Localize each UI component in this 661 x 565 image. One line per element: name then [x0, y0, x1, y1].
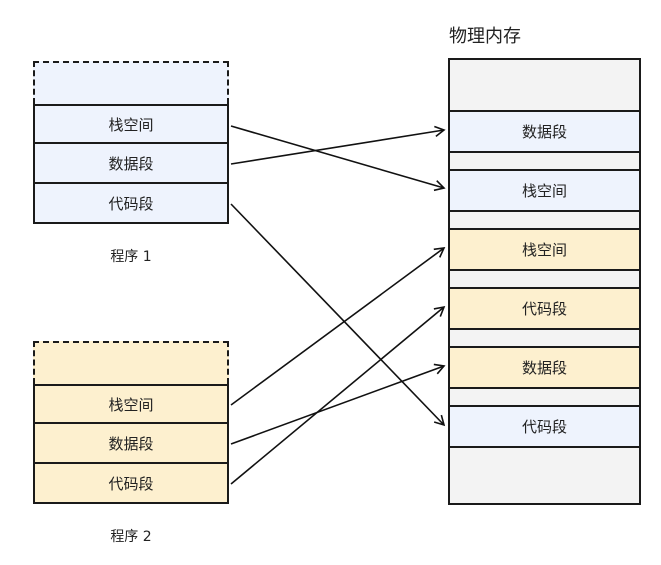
- memory-data-segment-program2: 数据段: [448, 346, 641, 389]
- program2-header-dashed: [33, 341, 229, 384]
- memory-data-segment-program1: 数据段: [448, 110, 641, 153]
- program1-code-label: 代码段: [108, 194, 154, 213]
- memory-code-segment-program2: 代码段: [448, 287, 641, 330]
- program2-code-label: 代码段: [108, 474, 154, 493]
- program1-caption: 程序 1: [110, 249, 152, 265]
- program1-data-segment: 数据段: [33, 144, 229, 184]
- memory-stack-segment-program1: 栈空间: [448, 169, 641, 212]
- program1-header-dashed: [33, 61, 229, 104]
- arrow-p1-stack-to-memory: [230, 125, 446, 192]
- arrow-p2-stack-to-memory: [230, 247, 446, 406]
- memory-segment-label: 栈空间: [521, 241, 567, 259]
- program2-stack-label: 栈空间: [108, 395, 154, 414]
- arrow-p2-data-to-memory: [230, 363, 446, 445]
- memory-segment-label: 数据段: [521, 359, 567, 377]
- program1-stack-label: 栈空间: [108, 115, 154, 134]
- program2-code-segment: 代码段: [33, 464, 229, 504]
- program1-data-label: 数据段: [108, 154, 154, 173]
- memory-segment-label: 代码段: [521, 300, 567, 318]
- arrow-p1-data-to-memory: [230, 125, 446, 165]
- program1-stack-segment: 栈空间: [33, 104, 229, 144]
- arrow-p1-code-to-memory: [230, 203, 446, 427]
- program1-code-segment: 代码段: [33, 184, 229, 224]
- arrow-p2-code-to-memory: [230, 305, 446, 485]
- program2-caption: 程序 2: [110, 529, 152, 545]
- memory-title: 物理内存: [449, 26, 521, 47]
- memory-code-segment-program1: 代码段: [448, 405, 641, 448]
- program2-stack-segment: 栈空间: [33, 384, 229, 424]
- memory-stack-segment-program2: 栈空间: [448, 228, 641, 271]
- program2-data-label: 数据段: [108, 434, 154, 453]
- program2-data-segment: 数据段: [33, 424, 229, 464]
- memory-segment-label: 代码段: [521, 418, 567, 436]
- memory-segment-label: 栈空间: [521, 182, 567, 200]
- memory-segment-label: 数据段: [521, 123, 567, 141]
